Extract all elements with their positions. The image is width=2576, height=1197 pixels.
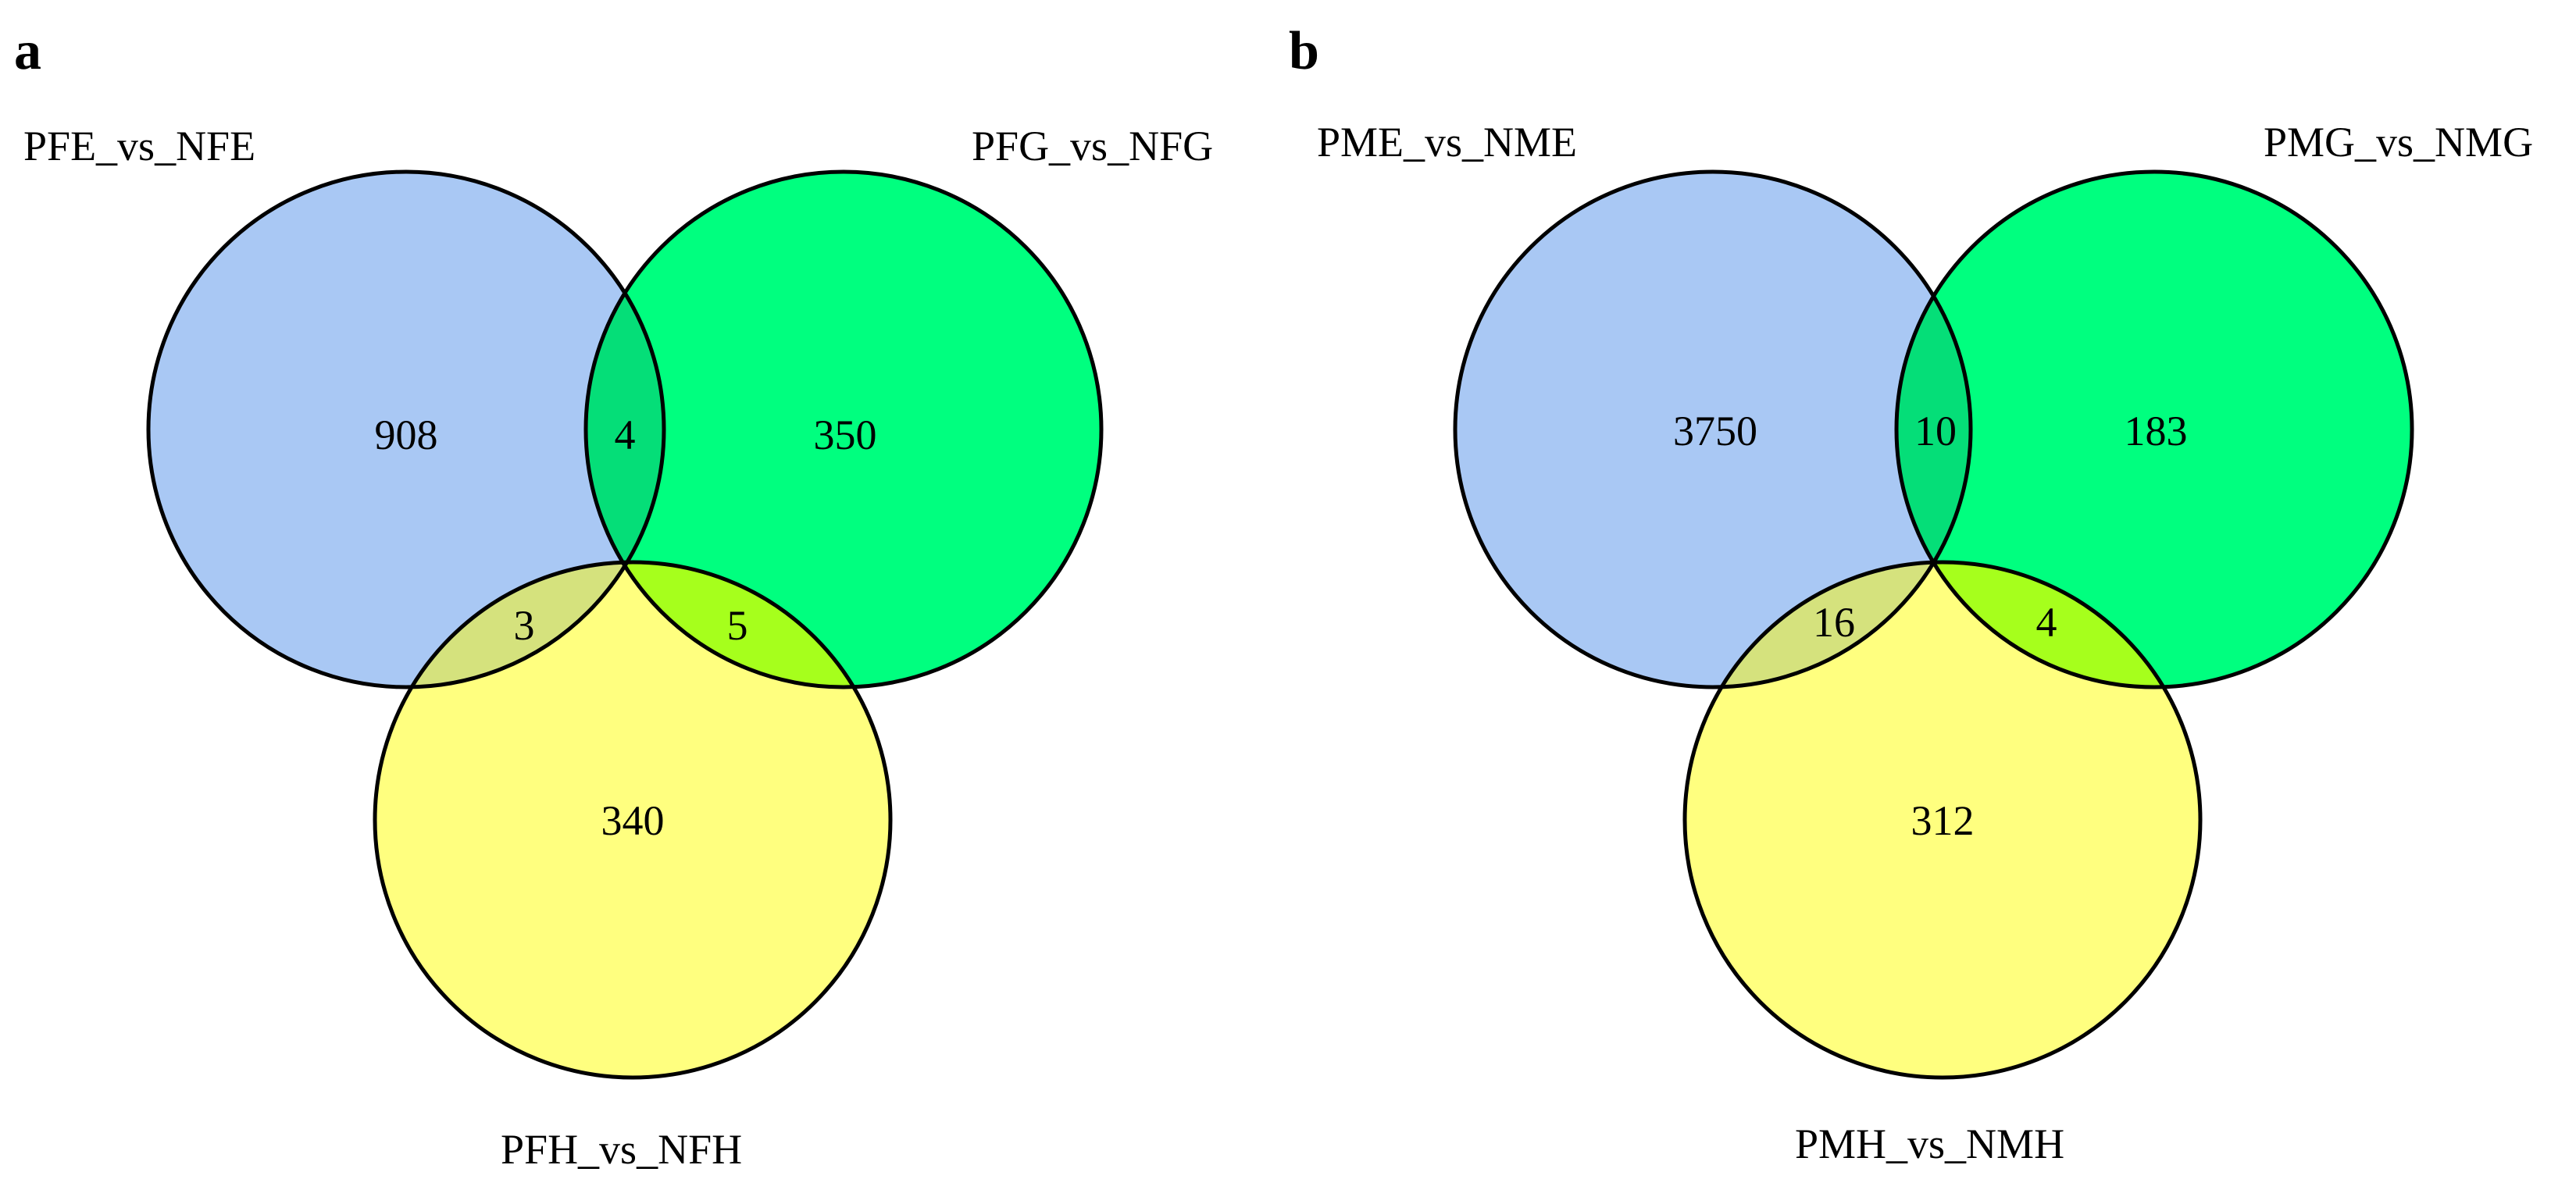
panel-a-set3-label: PFH_vs_NFH xyxy=(501,1126,742,1173)
panel-b-set1-label: PME_vs_NME xyxy=(1317,119,1577,166)
panel-b: b PME_vs_NME PMG_vs_NMG PMH_vs_NMH 3750 … xyxy=(1289,21,2533,1167)
panel-b-set2-label: PMG_vs_NMG xyxy=(2264,119,2533,166)
panel-a-set1-label: PFE_vs_NFE xyxy=(23,123,255,169)
panel-b-letter: b xyxy=(1289,21,1319,81)
panel-b-count-overlap-1-3: 16 xyxy=(1813,599,1855,646)
panel-a-count-overlap-1-3: 3 xyxy=(514,602,535,649)
panel-a-set2-outline xyxy=(583,169,1104,689)
panel-a-set2-circle xyxy=(586,172,1101,687)
panel-a-count-only-set2: 350 xyxy=(814,411,877,458)
panel-b-set3-outline xyxy=(1682,560,2203,1080)
panel-b-set3-circle xyxy=(1685,562,2200,1078)
panel-b-count-only-set2: 183 xyxy=(2125,408,2188,454)
panel-b-count-overlap-2-3: 4 xyxy=(2036,599,2057,646)
panel-b-count-overlap-1-2: 10 xyxy=(1914,408,1957,454)
panel-b-set2-outline xyxy=(1894,169,2414,689)
panel-b-set2-circle xyxy=(1896,172,2412,687)
panel-a-set2-label: PFG_vs_NFG xyxy=(972,123,1213,169)
panel-a-count-only-set1: 908 xyxy=(375,411,438,458)
panel-b-set1-circle xyxy=(1455,172,1971,687)
panel-a-set3-outline xyxy=(373,560,893,1080)
panel-a: a PFE_vs_NFE PFG_vs_NFG PFH_vs_NFH 908 3… xyxy=(14,21,1213,1173)
panel-b-set3-label: PMH_vs_NMH xyxy=(1795,1120,2064,1167)
panel-a-count-only-set3: 340 xyxy=(601,797,665,844)
panel-b-count-only-set3: 312 xyxy=(1911,797,1975,844)
panel-a-set3-circle xyxy=(375,562,890,1078)
panel-b-set1-outline xyxy=(1453,169,1973,689)
panel-a-set1-circle xyxy=(148,172,664,687)
panel-b-count-only-set1: 3750 xyxy=(1673,408,1757,454)
panel-a-letter: a xyxy=(14,21,41,81)
panel-a-count-overlap-1-2: 4 xyxy=(615,411,636,458)
panel-a-count-overlap-2-3: 5 xyxy=(727,602,748,649)
panel-a-set1-outline xyxy=(146,169,666,689)
